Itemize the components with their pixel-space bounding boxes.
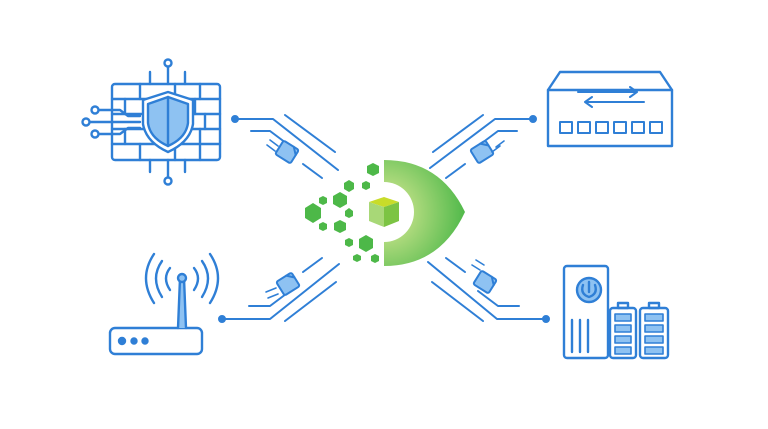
- connector-bottom-left: [218, 257, 340, 323]
- power-supply-battery-icon: [562, 264, 670, 360]
- network-switch-icon: [546, 70, 674, 148]
- wifi-router-icon: [108, 252, 220, 356]
- connector-top-left: [231, 114, 339, 179]
- firewall-shield-icon: [81, 58, 222, 186]
- connector-bottom-right: [427, 257, 550, 323]
- connector-top-right: [429, 114, 537, 179]
- green-logo-icon: [305, 160, 465, 266]
